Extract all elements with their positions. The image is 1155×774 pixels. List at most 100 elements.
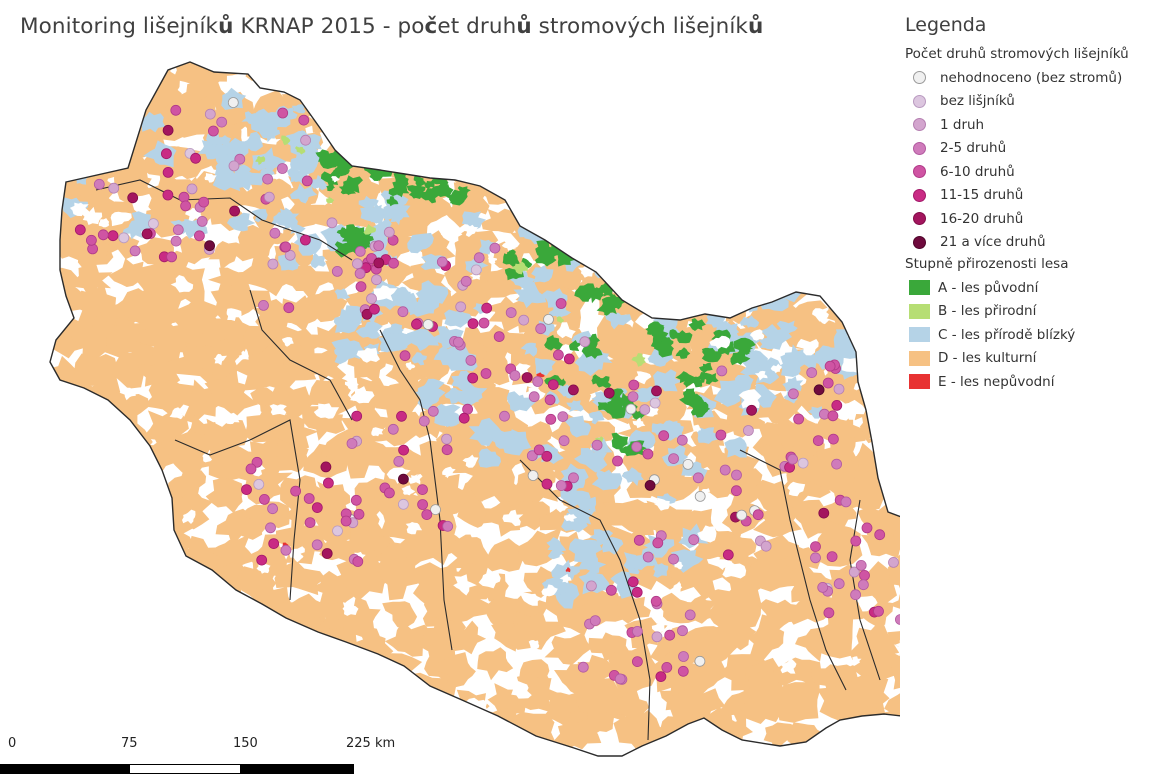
forest-patch-d: [664, 551, 730, 600]
forest-patch-a: [315, 149, 333, 163]
forest-patch-d: [318, 159, 369, 207]
forest-patch-d: [50, 416, 91, 448]
forest-patch-d: [381, 411, 422, 447]
forest-patch-d: [640, 259, 685, 293]
non-forest-patch: [223, 412, 240, 425]
forest-patch-d: [205, 477, 244, 514]
monitoring-point: [265, 522, 276, 534]
map-title-part: ů: [218, 14, 234, 39]
forest-patch-d: [549, 135, 611, 184]
non-forest-patch: [586, 228, 609, 246]
forest-patch-a: [388, 180, 410, 198]
monitoring-point: [147, 218, 159, 230]
forest-patch-d: [844, 675, 890, 715]
legend-forest-item: E - les nepůvodní: [905, 370, 1155, 394]
non-forest-patch: [538, 118, 561, 136]
legend-forest-label: D - les kulturní: [938, 350, 1037, 367]
monitoring-point: [418, 415, 430, 427]
monitoring-point: [373, 240, 385, 252]
non-forest-patch: [501, 240, 516, 251]
forest-patch-d: [351, 658, 387, 694]
forest-patch-d: [58, 637, 110, 690]
non-forest-patch: [271, 173, 281, 180]
forest-patch-d: [647, 165, 705, 214]
non-forest-patch: [71, 525, 83, 534]
non-forest-patch: [405, 522, 423, 535]
monitoring-point: [661, 662, 673, 673]
forest-patch-b: [363, 224, 377, 235]
monitoring-point: [436, 256, 448, 268]
monitoring-point: [462, 403, 474, 415]
forest-patch-d: [58, 593, 113, 638]
forest-patch-d: [824, 265, 864, 307]
forest-patch-a: [611, 432, 629, 450]
map-title-part: et druh: [437, 14, 517, 39]
monitoring-point: [228, 160, 240, 172]
monitoring-point: [627, 391, 639, 403]
forest-patch-d: [58, 614, 111, 661]
forest-patch-d: [749, 106, 812, 162]
legend-point-item: nehodnoceno (bez stromů): [905, 66, 1155, 90]
non-forest-patch: [394, 731, 409, 742]
monitoring-point: [383, 487, 395, 499]
forest-patch-d: [779, 127, 826, 176]
legend-point-label: 11-15 druhů: [940, 187, 1024, 204]
forest-patch-d: [77, 431, 120, 478]
monitoring-point: [684, 609, 696, 621]
monitoring-point: [262, 173, 274, 185]
forest-patch-d: [761, 132, 796, 171]
monitoring-point: [731, 469, 742, 481]
forest-patch-d: [881, 110, 900, 151]
forest-patch-d: [50, 564, 79, 592]
monitoring-point: [760, 540, 772, 552]
non-forest-patch: [555, 502, 569, 513]
forest-patch-d: [705, 581, 762, 631]
monitoring-point: [371, 274, 382, 286]
non-forest-patch: [732, 92, 755, 113]
forest-patch-d: [586, 226, 634, 272]
legend-swatch-icon: [909, 374, 930, 390]
forest-patch-c: [759, 287, 789, 312]
non-forest-patch: [541, 584, 558, 597]
forest-patch-b: [326, 196, 335, 204]
forest-patch-d: [50, 75, 85, 115]
forest-patch-d: [746, 77, 792, 116]
forest-layer-b-natural: [255, 135, 698, 443]
monitoring-point: [840, 496, 852, 508]
non-forest-patch: [134, 517, 151, 529]
forest-patch-d: [347, 72, 390, 114]
forest-patch-c: [574, 448, 608, 473]
forest-patch-d: [307, 75, 363, 111]
forest-patch-d: [133, 594, 192, 630]
monitoring-point: [818, 507, 830, 519]
forest-patch-b: [683, 293, 698, 308]
monitoring-point: [493, 331, 505, 343]
monitoring-point: [632, 656, 643, 667]
forest-patch-c: [591, 469, 623, 491]
forest-patch-a: [545, 337, 563, 351]
forest-patch-d: [50, 448, 87, 481]
forest-patch-c: [355, 321, 383, 339]
non-forest-patch: [119, 638, 132, 650]
monitoring-point: [397, 306, 409, 318]
monitoring-point: [299, 234, 311, 246]
forest-patch-d: [745, 183, 781, 215]
legend-swatch-icon: [909, 350, 930, 366]
forest-patch-c: [513, 281, 547, 309]
forest-patch-c: [212, 167, 246, 192]
non-forest-patch: [653, 497, 670, 511]
legend-point-item: 2-5 druhů: [905, 137, 1155, 161]
map-canvas[interactable]: [0, 0, 900, 774]
forest-patch-d: [435, 710, 483, 747]
non-forest-patch: [697, 525, 717, 543]
forest-patch-d: [859, 409, 894, 444]
monitoring-point: [298, 114, 310, 126]
forest-patch-c: [632, 261, 652, 277]
monitoring-point: [752, 509, 764, 521]
monitoring-point: [397, 473, 409, 485]
non-forest-patch: [194, 712, 206, 720]
monitoring-point: [518, 314, 530, 326]
forest-patch-d: [107, 685, 158, 722]
forest-patch-c: [143, 140, 177, 168]
